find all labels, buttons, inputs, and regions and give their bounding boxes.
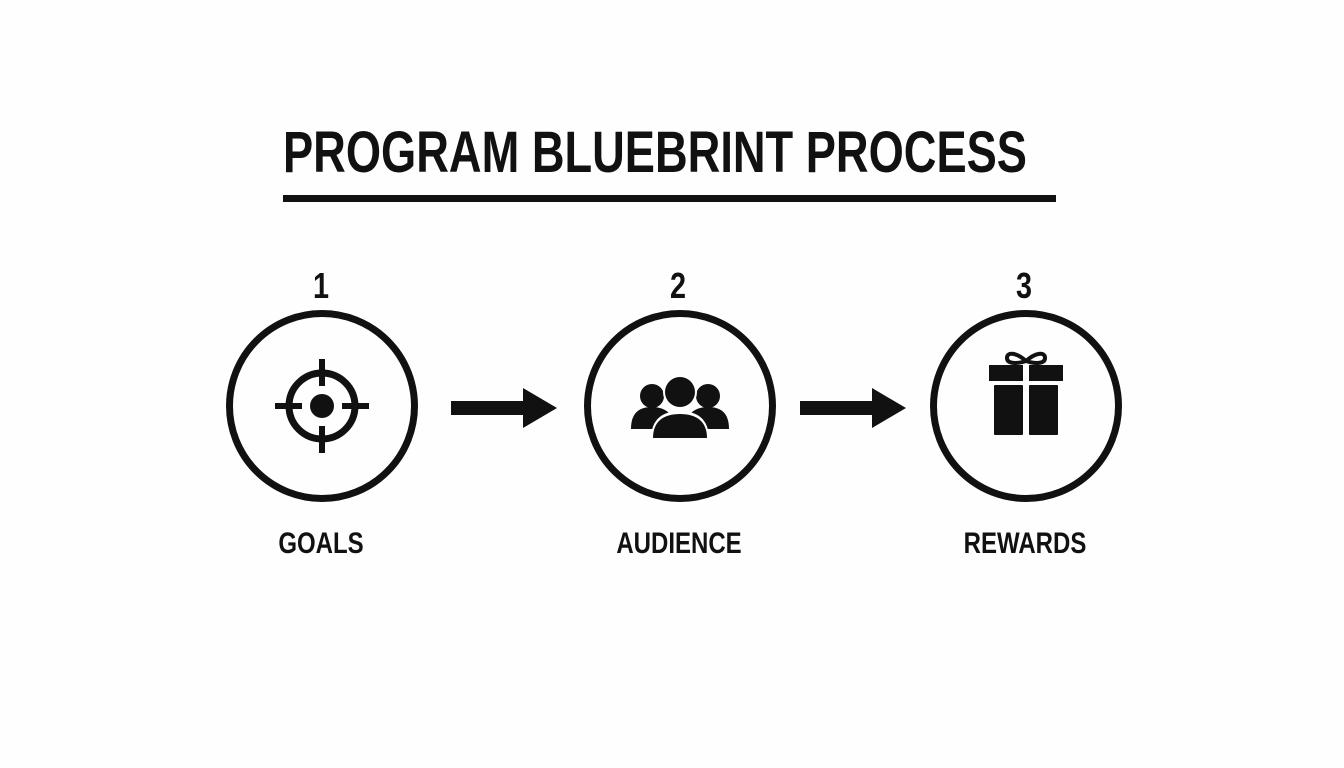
step-circle-rewards <box>930 310 1122 502</box>
step-number-3: 3 <box>1015 265 1033 306</box>
people-group-icon <box>631 375 729 439</box>
step-label-rewards: REWARDS <box>963 527 1087 560</box>
step-circle-audience <box>584 310 776 502</box>
step-number-1: 1 <box>312 265 330 306</box>
step-circle-goals <box>226 310 418 502</box>
step-number-2: 2 <box>669 265 687 306</box>
step-label-audience: AUDIENCE <box>616 527 742 560</box>
step-label-goals: GOALS <box>278 527 364 560</box>
arrow-right-icon <box>800 388 906 428</box>
gift-box-icon <box>989 351 1063 435</box>
arrow-right-icon <box>451 388 557 428</box>
target-crosshair-icon <box>275 359 369 453</box>
diagram-title: PROGRAM BLUEBRINT PROCESS <box>283 120 1027 185</box>
title-underline <box>283 195 1056 202</box>
